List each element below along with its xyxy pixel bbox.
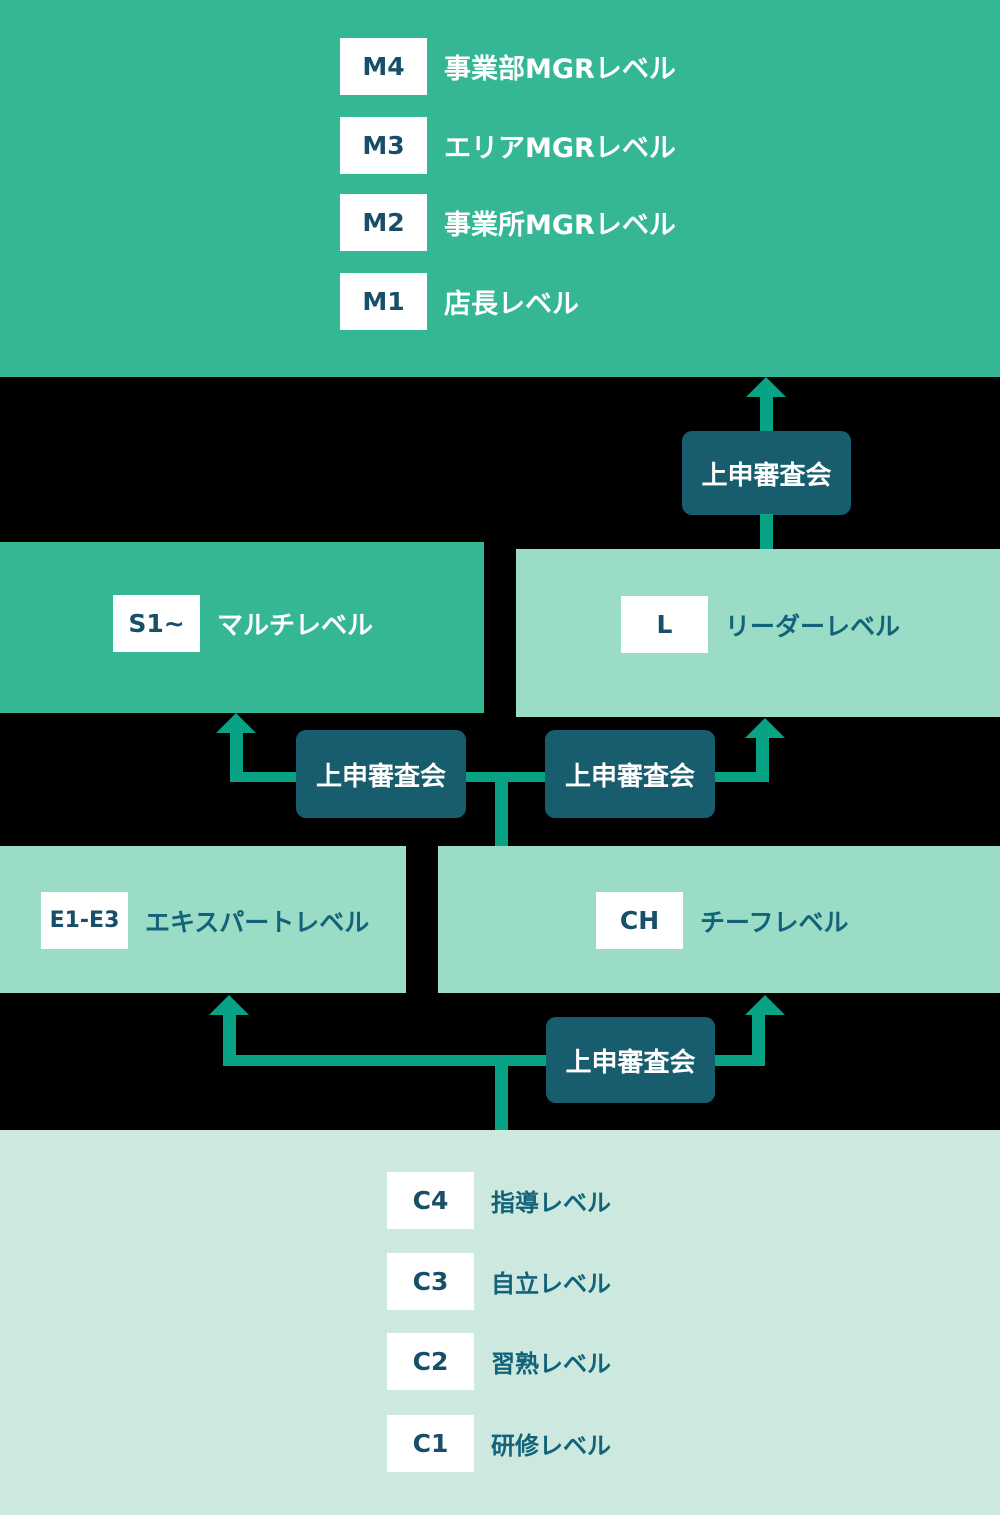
grade-label: チーフレベル bbox=[700, 907, 849, 937]
connector-shaft bbox=[223, 1013, 236, 1061]
grade-label: 習熟レベル bbox=[491, 1350, 611, 1378]
grade-code-badge: E1-E3 bbox=[41, 892, 128, 949]
connector-shaft bbox=[752, 1013, 765, 1061]
level-row-m2: M2 事業所MGRレベル bbox=[340, 194, 676, 251]
grade-code-badge: C2 bbox=[387, 1333, 474, 1390]
grade-label: 事業所MGRレベル bbox=[444, 210, 676, 241]
grade-code-badge: M1 bbox=[340, 273, 427, 330]
arrow-up-to-expert-icon bbox=[209, 995, 249, 1015]
grade-code-badge: C4 bbox=[387, 1172, 474, 1229]
grade-code-badge: C1 bbox=[387, 1415, 474, 1472]
manager-tier-block: M4 事業部MGRレベル M3 エリアMGRレベル M2 事業所MGRレベル M… bbox=[0, 0, 1000, 377]
grade-label: エリアMGRレベル bbox=[444, 133, 676, 164]
arrow-up-to-leader-icon bbox=[745, 718, 785, 738]
level-row-ch: CH チーフレベル bbox=[596, 892, 849, 949]
level-row-c2: C2 習熟レベル bbox=[387, 1333, 611, 1390]
chief-tier-block: CH チーフレベル bbox=[438, 846, 1000, 993]
level-row-l: L リーダーレベル bbox=[621, 596, 900, 653]
connector-shaft bbox=[230, 731, 243, 782]
grade-code-badge: M3 bbox=[340, 117, 427, 174]
grade-label: マルチレベル bbox=[217, 611, 374, 641]
level-row-m3: M3 エリアMGRレベル bbox=[340, 117, 676, 174]
connector-drop-to-crew bbox=[495, 1062, 508, 1130]
connector-line bbox=[715, 772, 769, 782]
grade-label: 店長レベル bbox=[444, 289, 579, 320]
level-row-e: E1-E3 エキスパートレベル bbox=[41, 892, 369, 949]
grade-label: 研修レベル bbox=[491, 1432, 611, 1460]
arrow-up-to-manager-icon bbox=[746, 377, 786, 397]
level-row-m1: M1 店長レベル bbox=[340, 273, 579, 330]
connector-drop-to-chief bbox=[495, 777, 508, 847]
grade-label: 自立レベル bbox=[491, 1270, 611, 1298]
level-row-c3: C3 自立レベル bbox=[387, 1253, 611, 1310]
expert-tier-block: E1-E3 エキスパートレベル bbox=[0, 846, 406, 993]
level-row-c4: C4 指導レベル bbox=[387, 1172, 611, 1229]
review-board-badge-top: 上申審査会 bbox=[682, 431, 851, 515]
leader-tier-block: L リーダーレベル bbox=[516, 549, 1000, 717]
grade-code-badge: L bbox=[621, 596, 708, 653]
connector-shaft bbox=[760, 396, 773, 432]
level-row-s1: S1~ マルチレベル bbox=[113, 595, 373, 652]
connector-shaft bbox=[760, 514, 773, 550]
grade-label: エキスパートレベル bbox=[145, 907, 370, 937]
connector-line bbox=[223, 1055, 765, 1066]
crew-tier-block: C4 指導レベル C3 自立レベル C2 習熟レベル C1 研修レベル bbox=[0, 1130, 1000, 1515]
grade-code-badge: C3 bbox=[387, 1253, 474, 1310]
arrow-up-to-chief-icon bbox=[745, 995, 785, 1015]
connector-line bbox=[230, 772, 300, 782]
level-row-c1: C1 研修レベル bbox=[387, 1415, 611, 1472]
connector-shaft bbox=[756, 734, 769, 782]
grade-code-badge: S1~ bbox=[113, 595, 200, 652]
grade-code-badge: M4 bbox=[340, 38, 427, 95]
review-board-badge-bottom: 上申審査会 bbox=[546, 1017, 715, 1103]
grade-code-badge: M2 bbox=[340, 194, 427, 251]
multi-tier-block: S1~ マルチレベル bbox=[0, 542, 484, 713]
review-board-badge-mid-left: 上申審査会 bbox=[296, 730, 466, 818]
review-board-badge-mid-right: 上申審査会 bbox=[545, 730, 715, 818]
level-row-m4: M4 事業部MGRレベル bbox=[340, 38, 676, 95]
grade-label: リーダーレベル bbox=[725, 611, 901, 641]
grade-label: 指導レベル bbox=[491, 1189, 611, 1217]
arrow-up-to-multi-icon bbox=[216, 713, 256, 733]
grade-label: 事業部MGRレベル bbox=[444, 54, 676, 85]
grade-code-badge: CH bbox=[596, 892, 683, 949]
